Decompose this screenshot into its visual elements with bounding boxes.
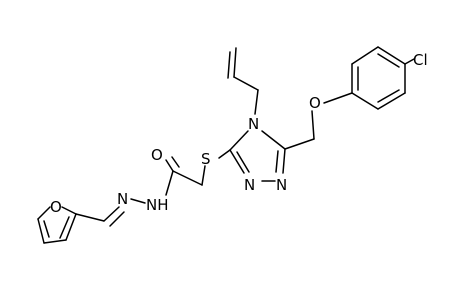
ether-oxygen-atom: O [309,94,321,112]
c-cl-bond [404,58,415,65]
n-ch-double-bond-b [109,211,125,227]
triazole-ring [229,130,315,182]
triazole-n-right-atom: N [276,176,287,194]
ch2-carbonyl-bond [172,170,203,186]
sulfur-atom: S [201,150,211,168]
nh-n-bond [130,198,146,204]
carbonyl-double-bond-b [171,156,180,168]
carbonyl-oxygen-atom: O [151,146,163,164]
carbonyl-double-bond-a [165,159,174,172]
aryl-o-bond [323,92,353,104]
ch-furan-bond [75,213,105,222]
n-ch-double-bond-a [103,206,120,222]
s-ch2-bond [201,165,206,186]
furan-ring [37,206,77,244]
o-ch2-bond [311,110,315,140]
hydrazone-nitrogen-atom: N [117,190,128,208]
amide-nh-atom: NH [146,196,169,214]
triazole-n-left-atom: N [244,176,255,194]
c-s-bond [218,149,231,159]
chlorine-atom: Cl [413,51,428,69]
allyl-group [227,47,259,115]
carbonyl-nh-bond [165,170,174,196]
furan-oxygen-atom: O [50,198,62,216]
triazole-n4-atom: N [248,115,259,133]
chlorophenyl-ring [351,46,406,110]
